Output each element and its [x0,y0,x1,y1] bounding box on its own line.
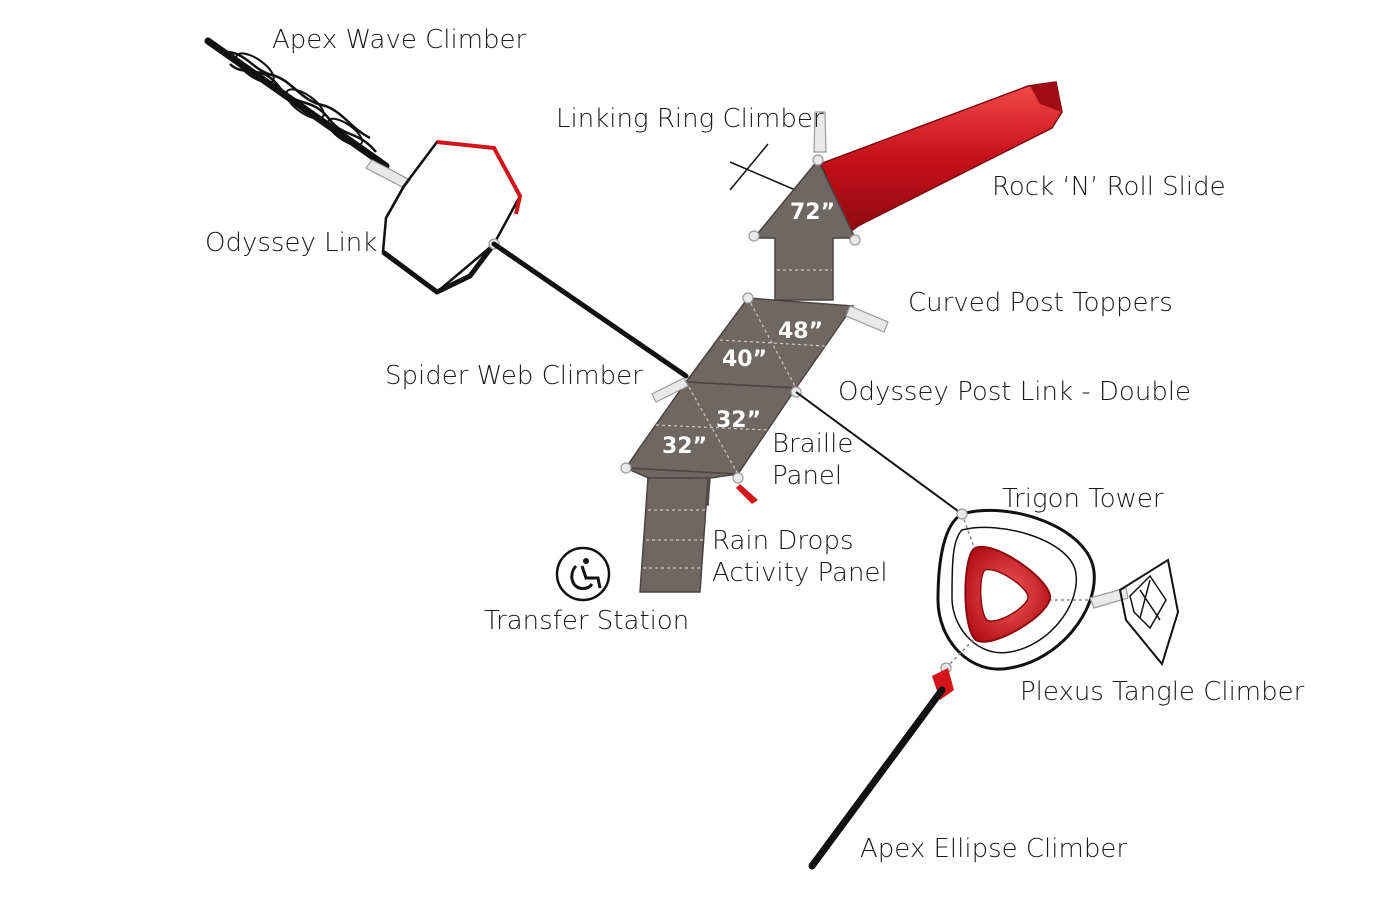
label-odyssey-post-link-double: Odyssey Post Link - Double [838,377,1191,407]
odyssey-link [381,140,523,295]
label-braille-panel-line2: Panel [772,461,842,491]
rock-n-roll-slide [818,81,1063,234]
deck-height-upper-left: 40” [722,347,767,372]
deck-height-top: 72” [790,200,835,225]
apex-ellipse-climber [808,668,954,870]
label-rock-n-roll-slide: Rock ‘N’ Roll Slide [992,172,1226,202]
label-rain-drops-line2: Activity Panel [712,558,888,588]
curved-post-toppers [620,154,889,484]
label-rain-drops-line1: Rain Drops [712,526,854,556]
deck-height-lower-right: 32” [716,408,761,433]
deck-height-lower-left: 32” [662,434,707,459]
label-plexus-tangle-climber: Plexus Tangle Climber [1020,677,1305,707]
deck-height-upper-right: 48” [778,319,823,344]
label-apex-ellipse-climber: Apex Ellipse Climber [860,834,1127,864]
wheelchair-icon [555,546,611,602]
apex-wave-climber [204,37,411,189]
label-curved-post-toppers: Curved Post Toppers [908,288,1173,318]
trigon-tower [936,508,1096,674]
label-linking-ring-climber: Linking Ring Climber [556,104,824,134]
label-apex-wave-climber: Apex Wave Climber [272,25,527,55]
odyssey-post-link-double-line [795,391,963,515]
label-braille-panel-line1: Braille [772,429,853,459]
rain-drops-panel-marker [736,484,758,504]
label-odyssey-link: Odyssey Link [205,228,377,258]
spider-web-climber-line [491,241,689,379]
label-spider-web-climber: Spider Web Climber [385,361,643,391]
deck-structure: 72” 48” 40” 32” 32” [624,158,857,593]
label-transfer-station: Transfer Station [484,606,689,636]
linking-ring-climber [729,111,827,193]
plexus-tangle-climber [1089,558,1180,667]
label-trigon-tower: Trigon Tower [1002,484,1164,514]
